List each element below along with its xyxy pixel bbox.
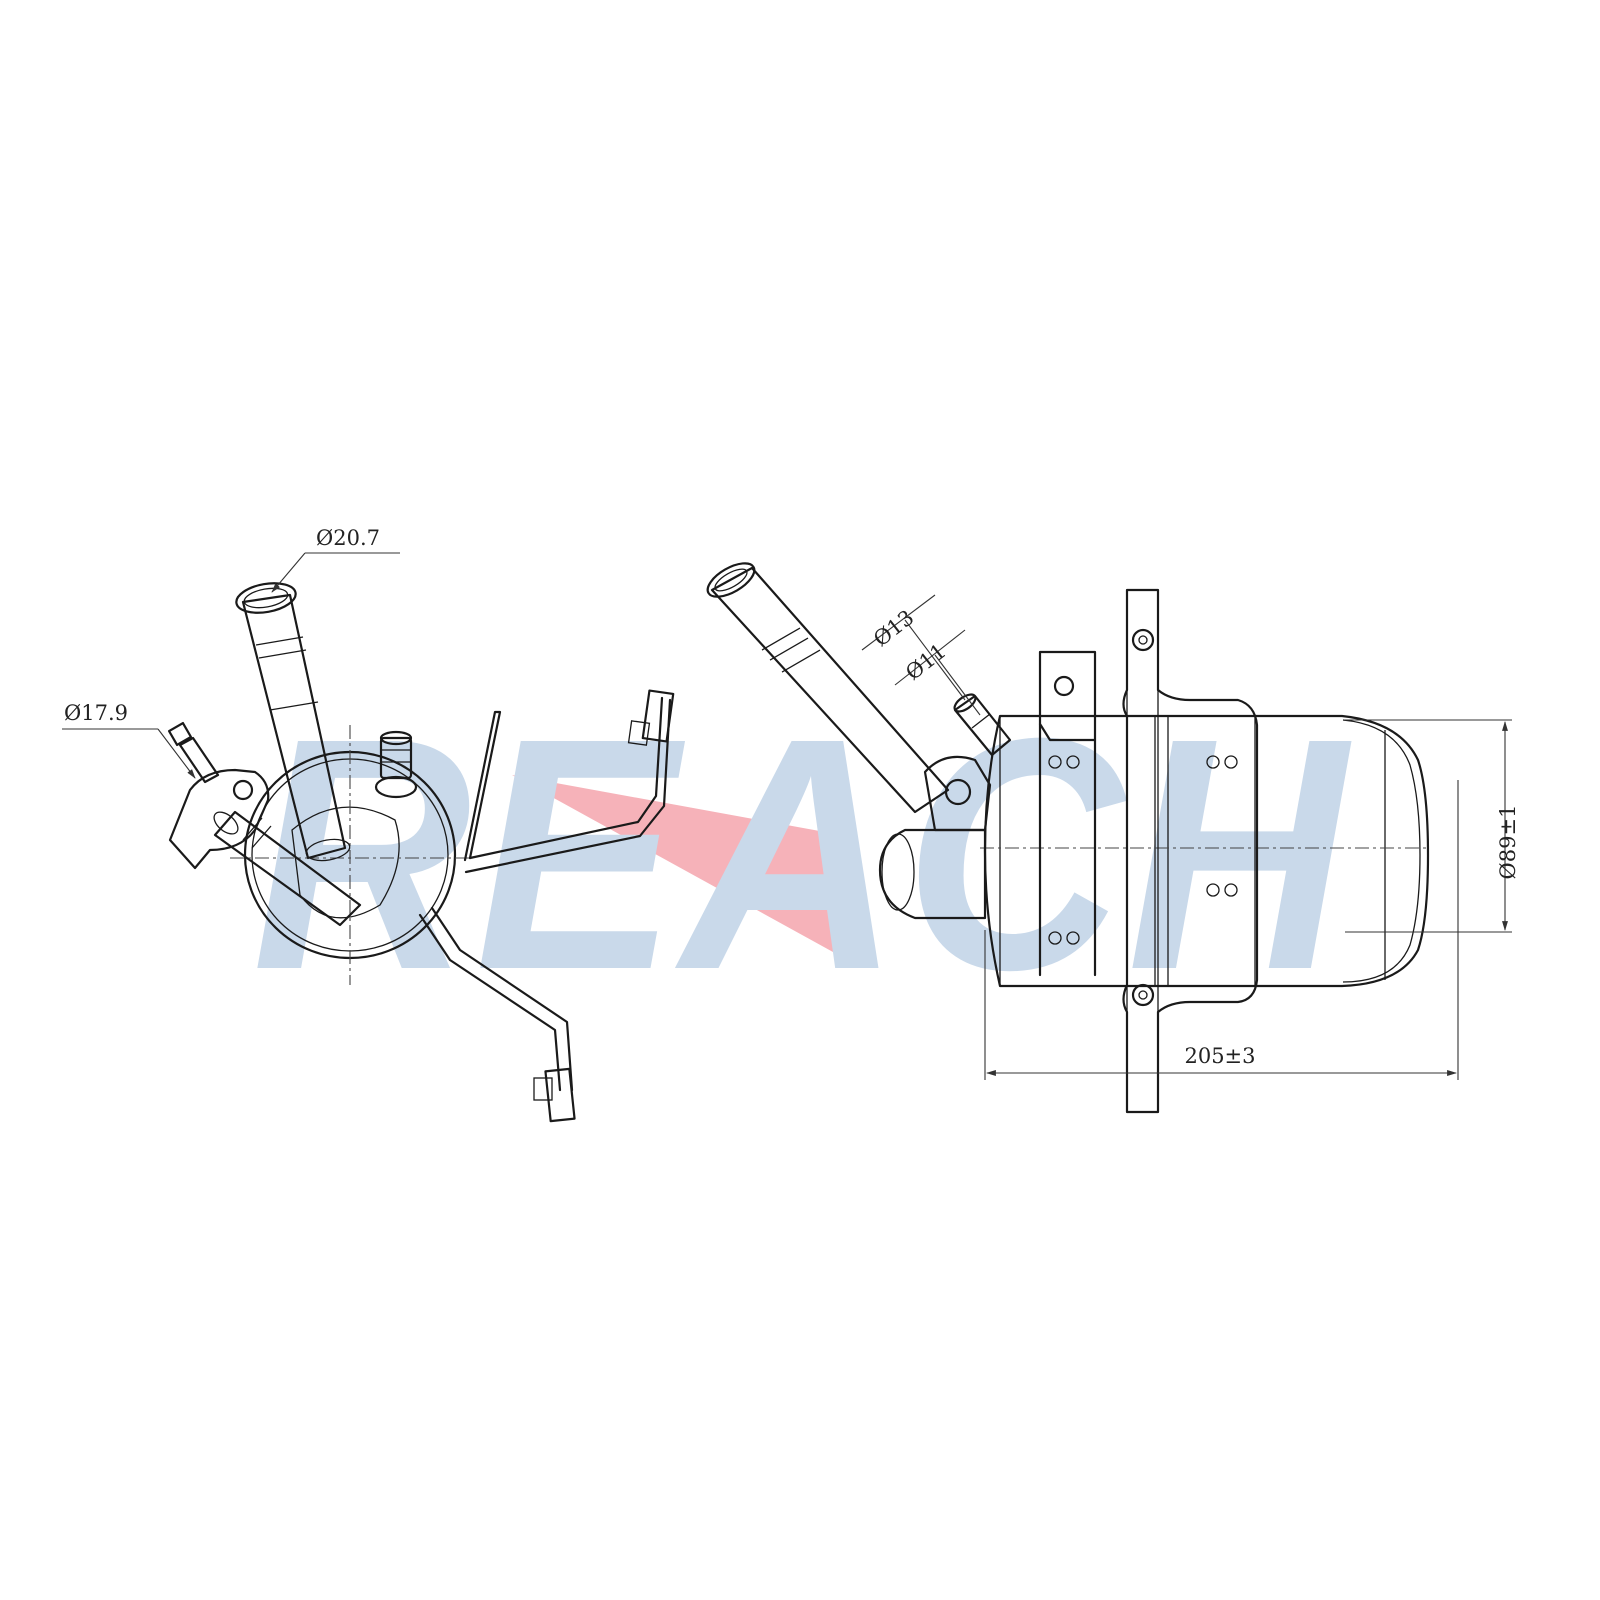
dim-outlet-diameter: Ø20.7 bbox=[271, 526, 400, 593]
dim-inlet-diameter: Ø17.9 bbox=[62, 701, 196, 779]
side-outlet-pipe bbox=[706, 562, 950, 814]
dim-body-length-label: 205±3 bbox=[1184, 1044, 1255, 1068]
dim-body-diameter-label: Ø89±1 bbox=[1496, 805, 1520, 880]
reach-watermark: REACH bbox=[252, 669, 1355, 1038]
watermark-text: REACH bbox=[252, 669, 1355, 1038]
outlet-pipe bbox=[235, 582, 351, 862]
watermark-accent-triangle bbox=[512, 775, 862, 968]
charge-fitting bbox=[374, 730, 418, 799]
dim-port-diameter-large-label: Ø13 bbox=[869, 605, 918, 651]
main-bracket bbox=[1122, 588, 1259, 1114]
end-view: Ø20.7 Ø17.9 bbox=[62, 526, 675, 1123]
dim-body-length: 205±3 bbox=[984, 780, 1459, 1080]
side-charge-fitting bbox=[953, 693, 1012, 757]
dim-inlet-diameter-label: Ø17.9 bbox=[64, 701, 128, 725]
dim-body-diameter: Ø89±1 bbox=[1345, 719, 1520, 933]
dim-outlet-diameter-label: Ø20.7 bbox=[316, 526, 380, 550]
head-block bbox=[878, 755, 992, 920]
front-clamp bbox=[1038, 650, 1097, 977]
lower-bracket bbox=[418, 906, 576, 1123]
inlet-block bbox=[167, 721, 362, 927]
upper-bracket bbox=[463, 689, 675, 874]
